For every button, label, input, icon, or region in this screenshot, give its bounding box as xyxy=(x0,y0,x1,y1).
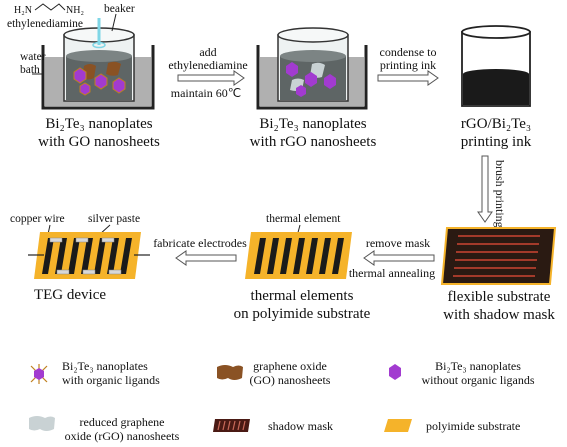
step5-label-above: fabricate electrodes xyxy=(153,236,247,250)
legend-item-0-line1: Bi₂Te₃ nanoplates xyxy=(62,359,148,373)
step4-label-below: thermal annealing xyxy=(349,266,435,280)
polyimide-substrate-icon xyxy=(384,419,412,432)
graphene-oxide-icon xyxy=(217,365,243,380)
step1-label-below: maintain 60℃ xyxy=(171,86,241,100)
beaker-label: beaker xyxy=(104,3,135,15)
shadow-mask-icon xyxy=(213,419,250,432)
legend-item-2-line1: Bi₂Te₃ nanoplates xyxy=(435,359,521,373)
reduced-graphene-oxide-icon xyxy=(29,416,55,431)
bi2te3-plain-icon xyxy=(389,364,401,380)
step2-label-line2: printing ink xyxy=(380,58,436,72)
step2-arrow xyxy=(377,70,439,86)
water-bath-label: water xyxy=(20,51,46,63)
legend-item-3-line1: reduced graphene xyxy=(80,415,165,429)
legend-item-0-line2: with organic ligands xyxy=(62,373,160,387)
ethylenediamine-structure xyxy=(34,3,66,11)
water-bath-label-2: bath xyxy=(20,64,40,76)
step3-label: brush printing xyxy=(493,160,507,228)
ethylenediamine-label: ethylenediamine xyxy=(7,18,83,30)
silver-paste-label: silver paste xyxy=(88,213,140,225)
stage2-caption-line2: with rGO nanosheets xyxy=(250,134,377,150)
legend-item-4-line1: shadow mask xyxy=(268,419,333,433)
step5-arrow xyxy=(175,250,237,266)
stage1-caption-line1: Bi₂Te₃ nanoplates xyxy=(45,116,152,132)
stage6-teg-device xyxy=(28,232,150,279)
formula-left: H₂N xyxy=(14,5,32,16)
stage4-masked-substrate xyxy=(440,227,557,285)
stage1-caption-line2: with GO nanosheets xyxy=(38,134,160,150)
formula-right: NH₂ xyxy=(66,5,84,16)
step1-label-line1: add xyxy=(199,45,216,59)
stage1-beaker-graphic xyxy=(41,18,155,110)
step4-arrow xyxy=(363,250,435,266)
beaker-pointer xyxy=(111,13,117,32)
legend-item-1-line1: graphene oxide xyxy=(253,359,327,373)
legend: Bi₂Te₃ nanoplates with organic ligands g… xyxy=(29,359,535,443)
stage3-caption-line1: rGO/Bi₂Te₃ xyxy=(461,116,531,132)
stage4-caption-line2: with shadow mask xyxy=(443,307,555,323)
stage4-caption-line1: flexible substrate xyxy=(448,289,551,305)
stage5-caption-line1: thermal elements xyxy=(251,288,354,304)
copper-wire-label: copper wire xyxy=(10,213,65,225)
legend-item-1-line2: (GO) nanosheets xyxy=(250,373,331,387)
legend-item-5-line1: polyimide substrate xyxy=(426,419,520,433)
step3-arrow xyxy=(477,155,493,223)
stage5-caption-line2: on polyimide substrate xyxy=(234,306,371,322)
step1-label-line2: ethylenediamine xyxy=(168,58,247,72)
step4-label-above: remove mask xyxy=(366,236,430,250)
stage2-caption-line1: Bi₂Te₃ nanoplates xyxy=(259,116,366,132)
stage5-thermal-elements xyxy=(245,232,352,279)
legend-item-2-line2: without organic ligands xyxy=(421,373,534,387)
stage3-ink-beaker xyxy=(461,25,531,107)
step1-arrow xyxy=(177,70,245,86)
step2-label-line1: condense to xyxy=(380,45,437,59)
stage6-caption: TEG device xyxy=(34,287,106,303)
thermal-element-label: thermal element xyxy=(266,213,341,225)
stage3-caption-line2: printing ink xyxy=(461,134,532,150)
bi2te3-ligand-icon xyxy=(30,364,48,384)
stage2-beaker-graphic xyxy=(256,27,368,110)
legend-item-3-line2: oxide (rGO) nanosheets xyxy=(65,429,180,443)
